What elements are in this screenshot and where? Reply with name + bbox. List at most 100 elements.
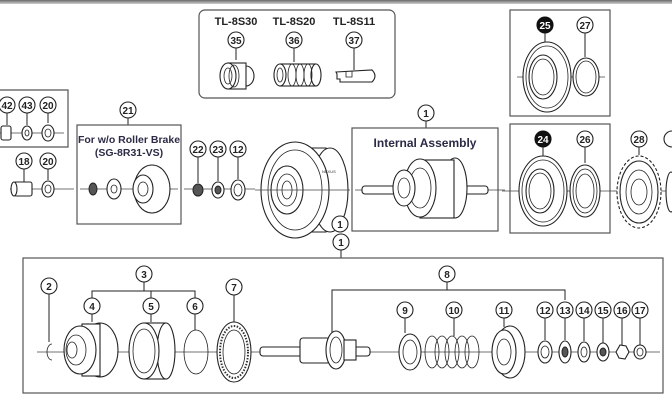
callout-1-internal: 1 [417, 104, 435, 122]
callout-26: 26 [576, 130, 594, 148]
callout-number: 22 [192, 145, 204, 156]
callout-1-bottom: 1 [332, 233, 350, 251]
part-6-spring-ring [183, 329, 209, 375]
callout-number: 27 [579, 21, 591, 32]
callout-number: 8 [444, 270, 450, 281]
tool-code-label: TL-8S30 [215, 16, 258, 28]
callout-37: 37 [345, 31, 363, 49]
callout-number: 1 [338, 238, 344, 249]
roller-brake-box: 21 For w/o Roller Brake (SG-8R31-VS) [76, 101, 182, 225]
callout-24: 24 [534, 130, 552, 148]
sprocket-group: 28 [614, 130, 672, 229]
internal-parts-box: 1 2 3 4 5 6 [22, 233, 664, 394]
roller-brake-note-line1: For w/o Roller Brake [78, 134, 180, 146]
left-nut-box: 42 43 20 [0, 89, 69, 148]
callout-22: 22 [189, 140, 207, 158]
callout-14: 14 [575, 301, 593, 319]
callout-17: 17 [631, 301, 649, 319]
part-9-pawl-ring [398, 333, 422, 371]
part-7-ball-retainer [216, 321, 252, 383]
callout-11: 11 [495, 301, 513, 319]
tools-box: TL-8S30 35 TL-8S20 36 [198, 9, 396, 99]
part-5-ring-gear [128, 322, 176, 380]
callout-21: 21 [119, 101, 137, 119]
part-28-sprocket [616, 155, 662, 229]
callout-13: 13 [556, 301, 574, 319]
callout-36: 36 [285, 31, 303, 49]
part-26-seal [569, 164, 601, 218]
callout-23: 23 [209, 140, 227, 158]
part-14-washer [577, 341, 591, 363]
callout-28: 28 [630, 130, 648, 148]
tool-tl-8s11-illustration [335, 69, 376, 83]
callout-7: 7 [225, 278, 243, 296]
callout-number: 20 [42, 101, 54, 112]
callout-27: 27 [576, 16, 594, 34]
callout-number: 7 [231, 283, 237, 294]
callout-3: 3 [135, 265, 153, 283]
part-12-bearing [230, 179, 246, 201]
axle-parts: 22 23 12 [184, 140, 255, 201]
callout-number: 17 [634, 306, 646, 317]
callout-5: 5 [142, 297, 160, 315]
part-10-spring [424, 335, 480, 369]
callout-number: 36 [288, 36, 300, 47]
callout-number: 15 [597, 306, 609, 317]
callout-number: 1 [337, 220, 343, 231]
callout-10: 10 [445, 301, 463, 319]
callout-20: 20 [39, 96, 57, 114]
part-21-dust-cap [106, 178, 122, 200]
callout-18: 18 [15, 152, 33, 170]
callout-number: 14 [578, 306, 590, 317]
part-43-washer [21, 125, 33, 141]
callout-number: 25 [539, 21, 551, 32]
cone-box-top-frame [509, 9, 611, 117]
roller-brake-note-line2: (SG-8R31-VS) [95, 147, 163, 159]
callout-8: 8 [438, 265, 456, 283]
part-8-planet-gear-axle [259, 330, 371, 370]
top-border-bar [0, 0, 672, 4]
tool-tl-8s30-illustration [219, 62, 255, 90]
callout-number: 26 [579, 135, 591, 146]
callout-number: 11 [499, 306, 510, 317]
callout-1-hub: 1 [331, 215, 349, 233]
callout-15: 15 [594, 301, 612, 319]
callout-number: 18 [18, 157, 30, 168]
callout-number: 12 [232, 145, 244, 156]
part-18-cap-nut [10, 181, 33, 197]
part-21-nut [88, 182, 98, 196]
callout-25: 25 [536, 16, 554, 34]
callout-20b: 20 [39, 152, 57, 170]
cone-box-bottom: 24 26 [502, 123, 615, 234]
callout-number: 5 [148, 302, 154, 313]
part-2-snap-ring [46, 343, 53, 361]
callout-number: 13 [559, 306, 571, 317]
callout-number: 42 [1, 101, 13, 112]
callout-number: 9 [402, 306, 408, 317]
part-17-lock-nut [633, 344, 647, 360]
left-loose-parts: 18 20 [10, 152, 74, 198]
callout-6: 6 [186, 297, 204, 315]
callout-number: 1 [423, 109, 429, 120]
internal-assembly-box: 1 Internal Assembly [351, 104, 505, 232]
part-11-driver [491, 325, 526, 379]
internal-planet-carrier [392, 169, 416, 207]
part-20-lock-washer [41, 180, 55, 198]
internal-assembly-title: Internal Assembly [374, 136, 477, 150]
callout-4: 4 [83, 297, 101, 315]
callout-number: 24 [537, 135, 549, 146]
callout-16: 16 [613, 301, 631, 319]
callout-35: 35 [227, 31, 245, 49]
callout-43: 43 [18, 96, 36, 114]
tool-tl-8s20-illustration [273, 63, 322, 87]
part-42-nut [0, 125, 12, 141]
roller-brake-box-frame [76, 124, 182, 225]
tools-box-frame [198, 9, 396, 99]
callout-number: 4 [89, 302, 95, 313]
internal-assembly-frame [351, 127, 499, 232]
callout-number: 43 [21, 101, 33, 112]
callout-number: 16 [616, 306, 628, 317]
callout-number: 6 [192, 302, 198, 313]
part-12-bearing [537, 340, 553, 364]
